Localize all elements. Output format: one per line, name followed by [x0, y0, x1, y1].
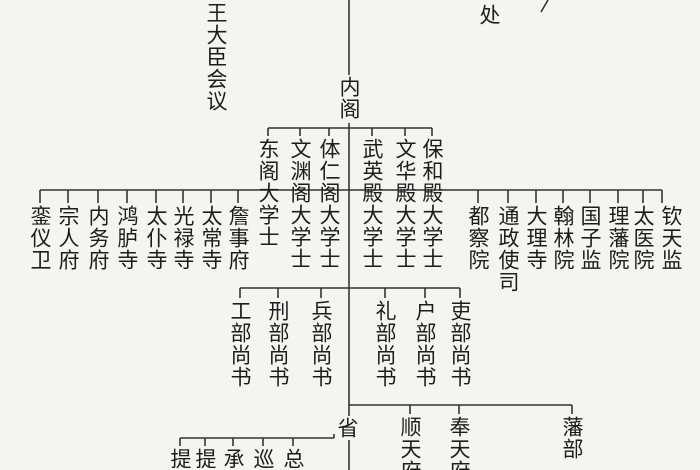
office-honglusi: 鸿胪寺: [115, 205, 139, 271]
minister-xingbu: 刑部尚书: [266, 300, 290, 388]
minister-bingbu: 兵部尚书: [309, 300, 333, 388]
office-luanyiwei: 銮仪卫: [28, 205, 52, 271]
minister-libu-personnel: 吏部尚书: [448, 300, 472, 388]
office-tongzhengshisi: 通政使司: [496, 205, 520, 293]
minister-gongbu: 工部尚书: [228, 300, 252, 388]
office-guozijian: 国子监: [578, 205, 602, 271]
office-zongrenfu: 宗人府: [56, 205, 80, 271]
office-duchayuan: 都察院: [466, 205, 490, 271]
minister-libu-rites: 礼部尚书: [373, 300, 397, 388]
grand-secretary-baohedian: 保和殿大学士: [420, 138, 444, 270]
office-zhanshifu: 詹事府: [226, 205, 250, 271]
province-office-2: 提: [193, 448, 217, 470]
grand-secretary-wenyuange: 文渊阁大学士: [288, 138, 312, 270]
office-hanlinyuan: 翰林院: [551, 205, 575, 271]
grand-secretary-dongge: 东阁大学士: [256, 138, 280, 248]
grand-secretary-wenhuadian: 文华殿大学士: [393, 138, 417, 270]
minister-hubu: 户部尚书: [413, 300, 437, 388]
shuntianfu-node: 顺天府: [398, 416, 422, 470]
office-qintianjian: 钦天监: [659, 205, 683, 271]
province-office-5: 总: [281, 448, 305, 470]
grand-secretary-wuyingdian: 武英殿大学士: [360, 138, 384, 270]
province-office-1: 提: [168, 448, 192, 470]
fanbu-node: 藩部: [560, 416, 584, 460]
fengtianfu-node: 奉天府: [447, 416, 471, 470]
office-taipusi: 太仆寺: [144, 205, 168, 271]
office-neiwufu: 内务府: [86, 205, 110, 271]
wang-dachen-huiyi-label: 王大臣会议: [204, 2, 228, 112]
office-taiyiyuan: 太医院: [631, 205, 655, 271]
grand-secretary-tirenge: 体仁阁大学士: [317, 138, 341, 270]
office-lifanyuan: 理藩院: [606, 205, 630, 271]
province-office-4: 巡: [251, 448, 275, 470]
province-office-3: 承: [221, 448, 245, 470]
neige-root-node: 内阁: [337, 76, 361, 120]
office-taichangsi: 太常寺: [199, 205, 223, 271]
province-node: 省: [335, 416, 359, 440]
top-right-fragment: 处: [477, 4, 501, 26]
office-guanglusi: 光禄寺: [171, 205, 195, 271]
office-dalisi: 大理寺: [524, 205, 548, 271]
